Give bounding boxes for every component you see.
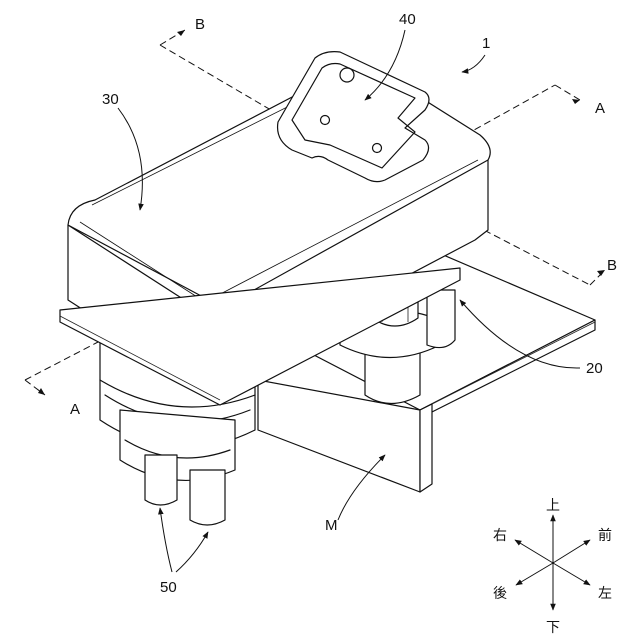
label-mount-plate: M (325, 517, 338, 534)
label-cover: 30 (102, 91, 119, 108)
direction-compass: 上 下 右 前 後 左 (493, 498, 612, 636)
label-section-b-top: B (195, 16, 205, 33)
compass-right-side-label: 右 (493, 528, 507, 544)
label-assembly: 1 (482, 35, 490, 52)
label-bolt: 20 (586, 360, 603, 377)
compass-front-label: 前 (598, 527, 612, 544)
compass-back-label: 後 (493, 586, 507, 602)
compass-left-side-label: 左 (598, 586, 612, 602)
label-terminals: 50 (160, 579, 177, 596)
label-section-a-left: A (70, 401, 80, 418)
label-section-a-right: A (595, 100, 605, 117)
label-top-connector: 40 (399, 11, 416, 28)
label-section-b-right: B (607, 257, 617, 274)
compass-up-label: 上 (546, 498, 560, 514)
compass-down-label: 下 (546, 620, 560, 636)
